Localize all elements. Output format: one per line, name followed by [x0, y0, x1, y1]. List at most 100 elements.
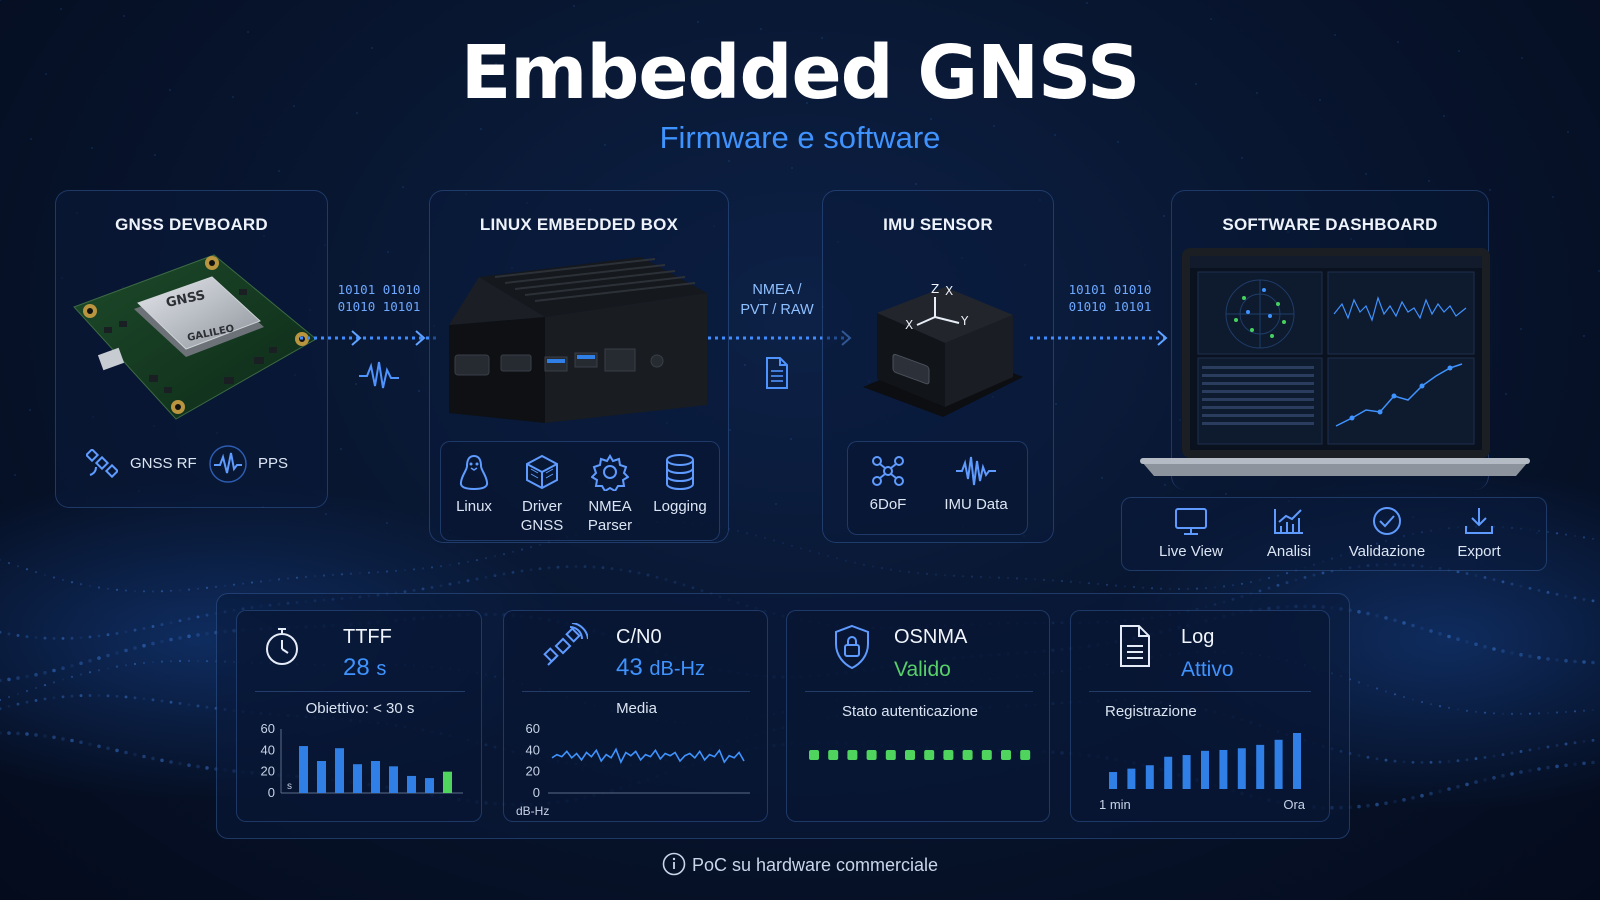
osnma-status-dot: [866, 750, 877, 760]
footer-note-text: PoC su hardware commerciale: [691, 855, 939, 875]
tool-imu-data-label: IMU Data: [944, 496, 1008, 513]
imu-axis-x: X: [905, 318, 913, 332]
pulse-icon: [209, 445, 247, 483]
page-title: Embedded GNSS: [460, 30, 1141, 116]
imu-panel: IMU SENSOR Z X X Y 6DoF IMU Data: [822, 190, 1054, 543]
cn0-ytick-label: 60: [526, 721, 540, 736]
download-icon: [1465, 508, 1493, 534]
log-bar: [1164, 756, 1173, 789]
waveform-icon: [956, 456, 996, 486]
tool-imu-data: IMU Data: [933, 453, 1019, 514]
bits-line: 01010 10101: [337, 299, 421, 314]
ttff-separator: [255, 691, 465, 692]
linux-tools-panel: [440, 441, 720, 541]
linux-penguin-icon: [459, 454, 489, 491]
cn0-ytick-label: 20: [526, 764, 540, 779]
ttff-bar: [407, 775, 416, 793]
cn0-unit-label: dB-Hz: [516, 804, 549, 818]
tool-linux: Linux: [444, 453, 504, 516]
ttff-bar: [371, 761, 380, 793]
log-bar: [1109, 772, 1117, 789]
ttff-ytick-label: 40: [261, 742, 275, 757]
stat-card-osnma: OSNMA Valido Stato autenticazione: [786, 610, 1050, 822]
log-bar: [1256, 744, 1265, 789]
cn0-ytick-label: 0: [533, 785, 540, 800]
satellite-icon: [86, 449, 118, 479]
ttff-ytick-label: 60: [261, 721, 275, 736]
document-icon: [766, 357, 788, 389]
file-log-icon: [1120, 625, 1150, 667]
chart-icon: [1274, 509, 1303, 534]
osnma-status-dot: [847, 750, 858, 760]
action-analisi[interactable]: Analisi: [1250, 506, 1328, 561]
action-live-view[interactable]: Live View: [1150, 506, 1232, 561]
imu-axis-z: Z: [931, 282, 939, 296]
log-bar: [1293, 733, 1301, 789]
pps-label: PPS: [258, 455, 289, 472]
tool-nmea-parser: NMEA Parser: [575, 453, 645, 535]
data-bits-link1: 10101 01010 01010 10101: [333, 281, 425, 315]
cn0-value: 43 dB-Hz: [616, 654, 705, 682]
molecule-6dof-icon: [872, 456, 904, 486]
cn0-name: C/N0: [616, 626, 662, 648]
log-x-end-label: Ora: [1283, 797, 1305, 812]
signal-wave-icon: [359, 361, 399, 389]
action-analisi-label: Analisi: [1266, 543, 1312, 560]
osnma-status-dot: [905, 750, 915, 760]
ttff-bar: [317, 761, 326, 793]
gear-icon: [591, 454, 629, 491]
flow-arrow-link1: [300, 330, 440, 346]
tool-driver-gnss-label: Driver GNSS: [520, 498, 564, 534]
tool-6dof-label: 6DoF: [869, 496, 907, 513]
monitor-icon: [1175, 508, 1207, 535]
ttff-unit: s: [376, 658, 387, 680]
log-x-start-label: 1 min: [1099, 797, 1131, 812]
ttff-ytick-label: 0: [268, 785, 275, 800]
database-icon: [666, 454, 694, 491]
action-live-view-label: Live View: [1159, 543, 1223, 560]
ttff-name: TTFF: [343, 626, 392, 648]
linux-box-image: [449, 257, 707, 423]
imu-sensor-image: Z X X Y: [863, 282, 1023, 417]
osnma-status-dot: [885, 750, 896, 760]
osnma-status-dot: [1020, 750, 1031, 760]
osnma-value: Valido: [894, 658, 951, 681]
page-subtitle: Firmware e software: [659, 120, 941, 155]
ttff-bar: [353, 764, 362, 793]
ttff-bar: [425, 778, 434, 793]
flow-label-link2: NMEA / PVT / RAW: [730, 280, 824, 320]
cn0-caption: Media: [616, 700, 657, 717]
osnma-status-dot: [943, 750, 954, 760]
ttff-bar: [389, 766, 398, 793]
log-separator: [1089, 691, 1311, 692]
action-validazione[interactable]: Validazione: [1342, 506, 1432, 561]
bits-line: 01010 10101: [1068, 299, 1152, 314]
shield-lock-icon: [835, 624, 869, 670]
ttff-bar: [335, 748, 344, 793]
log-bar: [1219, 749, 1228, 789]
log-bar: [1201, 750, 1209, 789]
log-bar-chart: 1 min Ora: [1099, 733, 1306, 812]
imu-title: IMU SENSOR: [883, 215, 993, 234]
log-bar: [1182, 755, 1191, 789]
flow-label-line: NMEA /: [752, 282, 802, 298]
action-export[interactable]: Export: [1444, 506, 1514, 561]
osnma-name: OSNMA: [894, 626, 968, 648]
bits-line: 10101 01010: [337, 282, 421, 297]
osnma-separator: [805, 691, 1033, 692]
action-validazione-label: Validazione: [1348, 543, 1426, 560]
data-bits-link3: 10101 01010 01010 10101: [1064, 281, 1156, 315]
driver-cube-icon: [526, 454, 558, 490]
satellite-signal-icon: [543, 623, 588, 666]
osnma-caption: Stato autenticazione: [842, 703, 978, 720]
dashboard-title: SOFTWARE DASHBOARD: [1222, 215, 1438, 234]
tool-logging: Logging: [644, 453, 716, 516]
osnma-status-dot: [828, 750, 839, 760]
cn0-unit: dB-Hz: [649, 658, 705, 680]
osnma-status-dot: [1001, 750, 1011, 760]
osnma-status-dot: [962, 750, 973, 760]
gnss-rf-label: GNSS RF: [130, 455, 197, 472]
log-bar: [1145, 765, 1154, 789]
